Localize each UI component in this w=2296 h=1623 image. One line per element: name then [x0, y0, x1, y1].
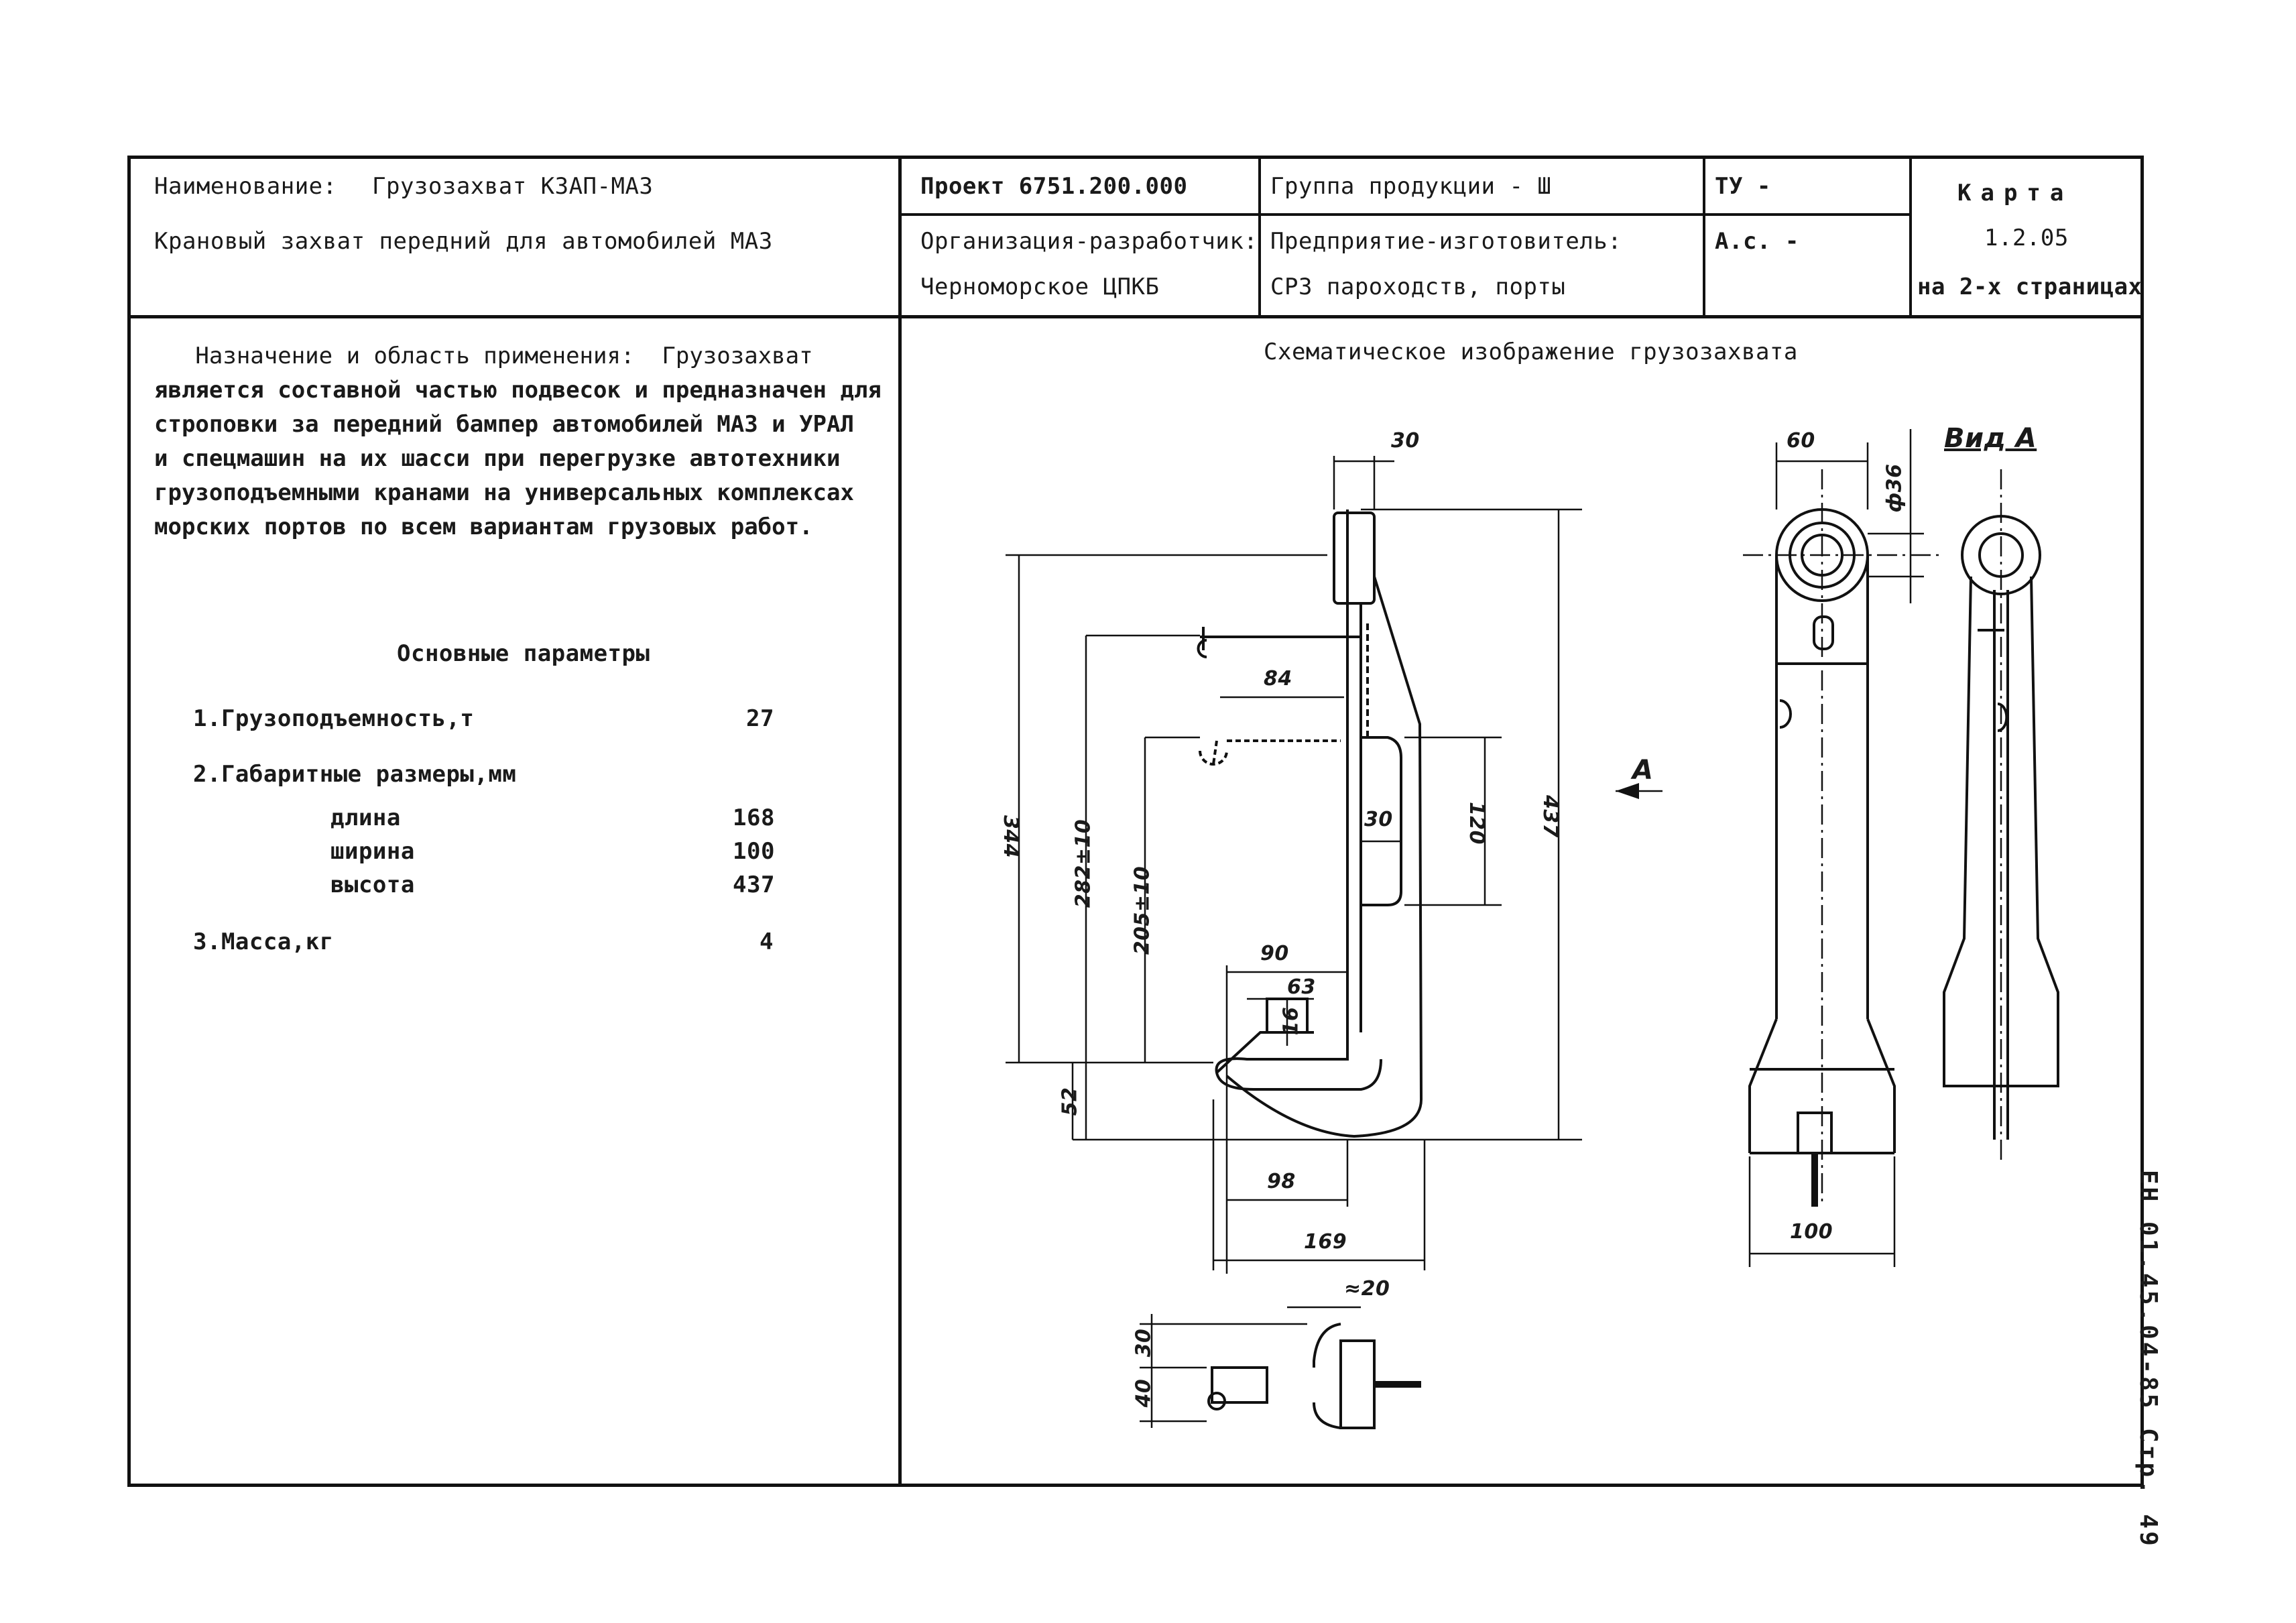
length-value: 168 [733, 804, 775, 831]
purpose-line-6: морских портов по всем вариантам грузовы… [154, 514, 813, 540]
dim-98: 98 [1267, 1170, 1296, 1193]
card-number: 1.2.05 [1984, 225, 2069, 251]
header-bottom-line [127, 315, 2144, 318]
name-label: Наименование: [154, 173, 337, 200]
width-label: ширина [330, 838, 415, 865]
dim-40: 40 [1132, 1378, 1156, 1408]
view-arrow-label: А [1632, 755, 1654, 786]
purpose-line-1: Назначение и область применения: Грузоза… [154, 343, 813, 369]
dim-282: 282±10 [1071, 819, 1095, 908]
dim-52: 52 [1058, 1087, 1082, 1116]
height-value: 437 [733, 871, 775, 898]
dimension-lines [1006, 429, 2002, 1428]
width-value: 100 [733, 838, 775, 865]
drawing-title: Схематическое изображение грузозахвата [1264, 339, 1798, 365]
dim-437: 437 [1538, 794, 1563, 839]
purpose-line-3: строповки за передний бампер автомобилей… [154, 411, 854, 438]
dims-label: 2.Габаритные размеры,мм [193, 761, 517, 788]
header-mid-line [898, 213, 1911, 216]
capacity-label: 1.Грузоподъемность,т [193, 705, 475, 732]
purpose-line-4: и спецмашин на их шасси при перегрузке а… [154, 445, 841, 472]
divider-header-4 [1909, 156, 1912, 316]
purpose-line-5: грузоподъемными кранами на универсальных… [154, 479, 854, 506]
capacity-value: 27 [746, 705, 774, 732]
hook-top-view [1207, 1323, 1421, 1429]
card-title: Карта [1957, 180, 2073, 206]
divider-header-2 [1258, 156, 1261, 316]
dev-org-value: Черноморское ЦПКБ [920, 274, 1160, 300]
card-pages: на 2-х страницах [1917, 274, 2142, 300]
dim-30-top: 30 [1391, 429, 1420, 453]
params-title: Основные параметры [397, 640, 650, 667]
tu-field: ТУ - [1715, 173, 1771, 200]
height-label: высота [330, 871, 415, 898]
mass-label: 3.Масса,кг [193, 928, 334, 955]
divider-header-3 [1703, 156, 1705, 316]
dim-84: 84 [1264, 667, 1292, 690]
dim-100: 100 [1790, 1220, 1833, 1244]
side-stamp: ЕН 01.45.04-85 Стр. 49 [2134, 1170, 2162, 1549]
divider-left-col [898, 156, 902, 1487]
dim-30-mid: 30 [1364, 808, 1393, 831]
purpose-line-2: является составной частью подвесок и пре… [154, 377, 882, 404]
view-a-label: Вид А [1944, 423, 2037, 454]
item-description: Крановый захват передний для автомобилей… [154, 228, 773, 255]
product-group: Группа продукции - Ш [1270, 173, 1552, 200]
dim-90: 90 [1260, 942, 1289, 965]
dim-120: 120 [1465, 801, 1489, 845]
dim-205: 205±10 [1130, 865, 1154, 955]
dim-60: 60 [1787, 429, 1815, 453]
card-frame [127, 156, 2144, 1487]
manufacturer-value: СРЗ пароходств, порты [1270, 274, 1566, 300]
manufacturer-label: Предприятие-изготовитель: [1270, 228, 1622, 255]
mass-value: 4 [760, 928, 774, 955]
view-arrow-head [1616, 783, 1639, 799]
project-number: Проект 6751.200.000 [920, 173, 1188, 200]
dim-30-bot: 30 [1132, 1328, 1156, 1358]
dim-36: ф36 [1882, 463, 1907, 513]
dim-20: ≈20 [1344, 1277, 1390, 1301]
dim-63: 63 [1287, 975, 1316, 999]
dim-169: 169 [1304, 1230, 1347, 1254]
ac-field: А.с. - [1715, 228, 1799, 255]
dev-org-label: Организация-разработчик: [920, 228, 1258, 255]
dim-344: 344 [999, 815, 1023, 859]
length-label: длина [330, 804, 401, 831]
dim-16: 16 [1279, 1006, 1303, 1036]
name-value: Грузозахват КЗАП-МАЗ [372, 173, 654, 200]
